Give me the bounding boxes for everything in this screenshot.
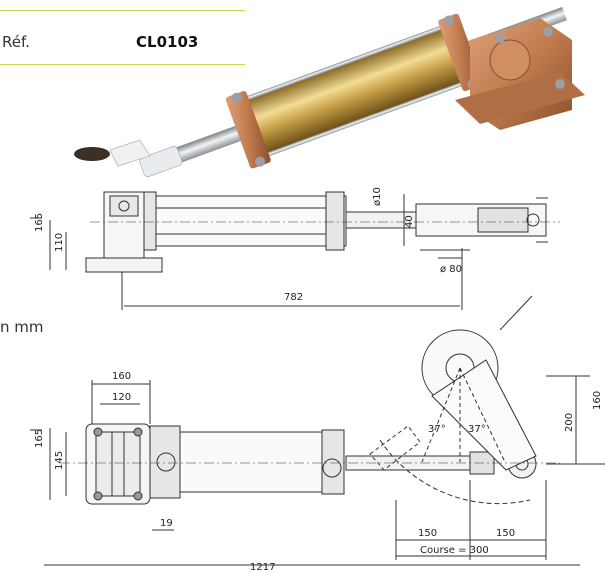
dim-bottom-200: 200: [564, 413, 575, 432]
dim-top-d10: ø10: [372, 187, 383, 206]
bottom-dim-labels: 160 120 165 145 19 37° 37° 200 160 150 1…: [34, 371, 603, 573]
dim-bottom-19: 19: [160, 518, 173, 529]
dim-top-40: 40: [404, 215, 415, 228]
spec-top-rule: [0, 10, 245, 11]
spec-bottom-rule: [0, 64, 245, 65]
dim-bottom-angle-left: 37°: [428, 424, 446, 435]
units-note: n mm: [0, 318, 44, 336]
ref-label: Réf.: [2, 33, 30, 51]
dim-bottom-angle-right: 37°: [468, 424, 486, 435]
dim-top-d80: ø 80: [440, 264, 462, 275]
dim-top-110: 110: [54, 233, 65, 252]
dim-bottom-1217: 1217: [250, 562, 275, 573]
dim-bottom-course: Course = 300: [420, 545, 489, 556]
actuator-photo: [74, 6, 585, 177]
dim-top-165: 165: [34, 213, 45, 232]
dim-top-782: 782: [284, 292, 303, 303]
dim-bottom-145: 145: [54, 451, 65, 470]
top-drawing: [30, 191, 560, 310]
dim-bottom-160-right: 160: [592, 391, 603, 410]
bottom-drawing: [30, 295, 605, 566]
dim-bottom-150-left: 150: [418, 528, 437, 539]
dim-bottom-165: 165: [34, 429, 45, 448]
ref-value: CL0103: [136, 33, 199, 51]
dim-bottom-120: 120: [112, 392, 131, 403]
dim-bottom-150-right: 150: [496, 528, 515, 539]
dim-bottom-160: 160: [112, 371, 131, 382]
top-dim-labels: 165 110 ø10 40 ø 80 782: [34, 187, 462, 303]
